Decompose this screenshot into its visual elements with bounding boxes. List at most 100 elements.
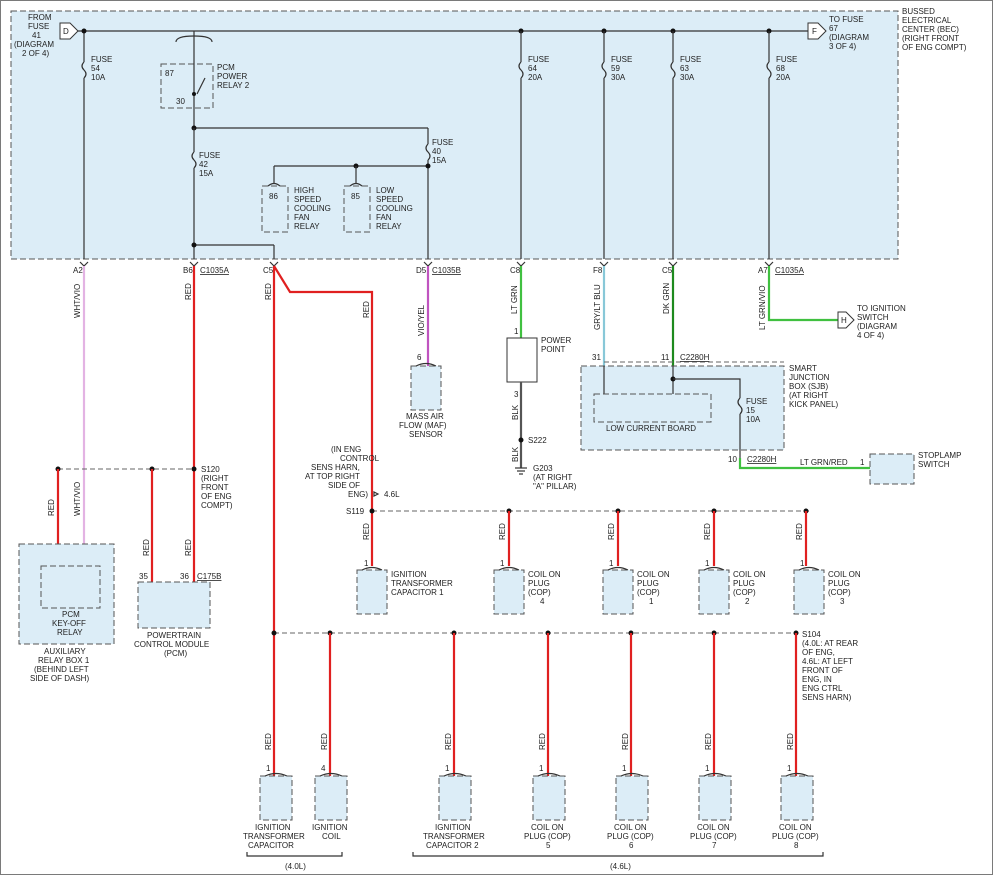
svg-text:A7: A7 — [758, 266, 768, 275]
pcm-relay-pivot — [192, 92, 196, 96]
svg-text:FUSE: FUSE — [776, 55, 797, 64]
svg-text:COIL ON: COIL ON — [528, 570, 561, 579]
hs-relay-hook — [267, 182, 281, 187]
svg-text:PCM: PCM — [62, 610, 80, 619]
pcm-pin36: 36 — [180, 572, 189, 581]
svg-text:TRANSFORMER: TRANSFORMER — [391, 579, 453, 588]
svg-text:67: 67 — [829, 24, 838, 33]
wire-red-keyoff-label: RED — [47, 499, 56, 516]
pcm-keyoff-relay — [40, 565, 101, 609]
coil-on-plug-6: 1 COIL ON PLUG (COP) 6 — [607, 764, 654, 850]
svg-text:FUSE: FUSE — [199, 151, 220, 160]
svg-text:1: 1 — [514, 327, 519, 336]
ls-relay-hook — [349, 182, 363, 187]
coil-on-plug-2: 1 COIL ON PLUG (COP) 2 — [698, 559, 766, 615]
bec-label: BUSSED ELECTRICAL CENTER (BEC) (RIGHT FR… — [902, 7, 967, 52]
connector-h-label: H — [841, 316, 847, 325]
wire-ltgrnred-label: LT GRN/RED — [800, 458, 848, 467]
svg-text:(COP): (COP) — [637, 588, 660, 597]
connector-f-label: F — [812, 27, 817, 36]
svg-text:FUSE: FUSE — [746, 397, 767, 406]
svg-text:1: 1 — [266, 764, 271, 773]
wire-whtvio-label-2: WHT/VIO — [73, 482, 82, 516]
svg-text:FUSE: FUSE — [91, 55, 112, 64]
svg-text:SMART: SMART — [789, 364, 817, 373]
group-46-bracket — [412, 852, 824, 857]
svg-text:SENS HARN,: SENS HARN, — [311, 463, 360, 472]
svg-text:1: 1 — [609, 559, 614, 568]
svg-text:SENSOR: SENSOR — [409, 430, 443, 439]
svg-text:15: 15 — [746, 406, 755, 415]
svg-text:SENS HARN): SENS HARN) — [802, 693, 852, 702]
svg-text:FUSE: FUSE — [432, 138, 453, 147]
low-speed-fan-relay-label: LOW SPEED COOLING FAN RELAY — [376, 186, 413, 231]
svg-text:(AT RIGHT: (AT RIGHT — [789, 391, 828, 400]
fuse63-group: FUSE 63 30A — [670, 28, 701, 259]
svg-text:CONTROL: CONTROL — [340, 454, 380, 463]
svg-text:RELAY BOX 1: RELAY BOX 1 — [38, 656, 90, 665]
connector-f — [807, 22, 827, 40]
wire-ltgrnred — [738, 458, 870, 470]
svg-text:IGNITION: IGNITION — [391, 570, 427, 579]
svg-text:FUSE: FUSE — [680, 55, 701, 64]
smart-junction-box-label: SMART JUNCTION BOX (SJB) (AT RIGHT KICK … — [789, 364, 839, 409]
svg-text:(PCM): (PCM) — [164, 649, 187, 658]
svg-text:PLUG (COP): PLUG (COP) — [690, 832, 737, 841]
pcm-relay-switch — [196, 77, 206, 95]
svg-text:4.6L: AT LEFT: 4.6L: AT LEFT — [802, 657, 853, 666]
sjb-pin10: 10 — [728, 455, 737, 464]
svg-text:COIL ON: COIL ON — [733, 570, 766, 579]
svg-text:10A: 10A — [746, 415, 761, 424]
s119-variant: 4.6L — [384, 490, 400, 499]
svg-text:RELAY: RELAY — [57, 628, 83, 637]
fuse54-symbol — [81, 61, 87, 79]
to-fuse-label: TO FUSE 67 (DIAGRAM 3 OF 4) — [829, 15, 869, 51]
svg-text:3: 3 — [514, 390, 519, 399]
svg-text:30A: 30A — [611, 73, 626, 82]
svg-text:SWITCH: SWITCH — [857, 313, 889, 322]
svg-text:(IN ENG: (IN ENG — [331, 445, 361, 454]
ignition-transformer-capacitor: 1 IGNITION TRANSFORMER CAPACITOR — [243, 764, 305, 850]
svg-text:RELAY: RELAY — [376, 222, 402, 231]
fuse15-label: FUSE 15 10A — [746, 397, 767, 424]
svg-text:1: 1 — [649, 597, 654, 606]
stoplamp-switch — [869, 453, 915, 485]
svg-text:OF ENG: OF ENG — [201, 492, 232, 501]
svg-text:20A: 20A — [528, 73, 543, 82]
svg-text:SPEED: SPEED — [294, 195, 321, 204]
s222-dot — [518, 437, 524, 443]
svg-text:RED: RED — [320, 733, 329, 750]
svg-text:(4.0L: AT REAR: (4.0L: AT REAR — [802, 639, 858, 648]
coil-on-plug-8: 1 COIL ON PLUG (COP) 8 — [772, 764, 819, 850]
svg-text:(BEHIND LEFT: (BEHIND LEFT — [34, 665, 89, 674]
sjb-pin31: 31 — [592, 353, 601, 362]
pcm-c175b: C175B — [197, 572, 221, 581]
svg-text:PLUG (COP): PLUG (COP) — [524, 832, 571, 841]
svg-text:PCM: PCM — [217, 63, 235, 72]
svg-text:C1035A: C1035A — [775, 266, 805, 275]
svg-text:6: 6 — [629, 841, 634, 850]
svg-text:RED: RED — [444, 733, 453, 750]
powertrain-control-module — [137, 581, 211, 629]
svg-text:S104: S104 — [802, 630, 821, 639]
svg-text:ELECTRICAL: ELECTRICAL — [902, 16, 952, 25]
wire-blk-label-2: BLK — [511, 446, 520, 462]
svg-text:PLUG (COP): PLUG (COP) — [607, 832, 654, 841]
svg-text:2: 2 — [745, 597, 750, 606]
c5-branch-junction — [191, 242, 197, 248]
svg-text:RELAY 2: RELAY 2 — [217, 81, 250, 90]
svg-text:FLOW (MAF): FLOW (MAF) — [399, 421, 447, 430]
fuse64-group: FUSE 64 20A — [518, 28, 549, 259]
s222-label: S222 — [528, 436, 547, 445]
s104-label: S104 (4.0L: AT REAR OF ENG, 4.6L: AT LEF… — [802, 630, 858, 702]
svg-text:KICK PANEL): KICK PANEL) — [789, 400, 839, 409]
wire-ltgrnvio-a7 — [767, 266, 838, 322]
svg-text:15A: 15A — [199, 169, 214, 178]
lower-wires: RED RED RED RED RED RED RED — [264, 633, 798, 776]
svg-text:TRANSFORMER: TRANSFORMER — [243, 832, 305, 841]
fuse59-group: FUSE 59 30A — [601, 28, 632, 259]
svg-text:ENG): ENG) — [348, 490, 368, 499]
high-speed-fan-relay-label: HIGH SPEED COOLING FAN RELAY — [294, 186, 331, 231]
svg-text:COIL ON: COIL ON — [779, 823, 812, 832]
from-fuse-label: FROM FUSE 41 (DIAGRAM 2 OF 4) — [14, 13, 54, 58]
